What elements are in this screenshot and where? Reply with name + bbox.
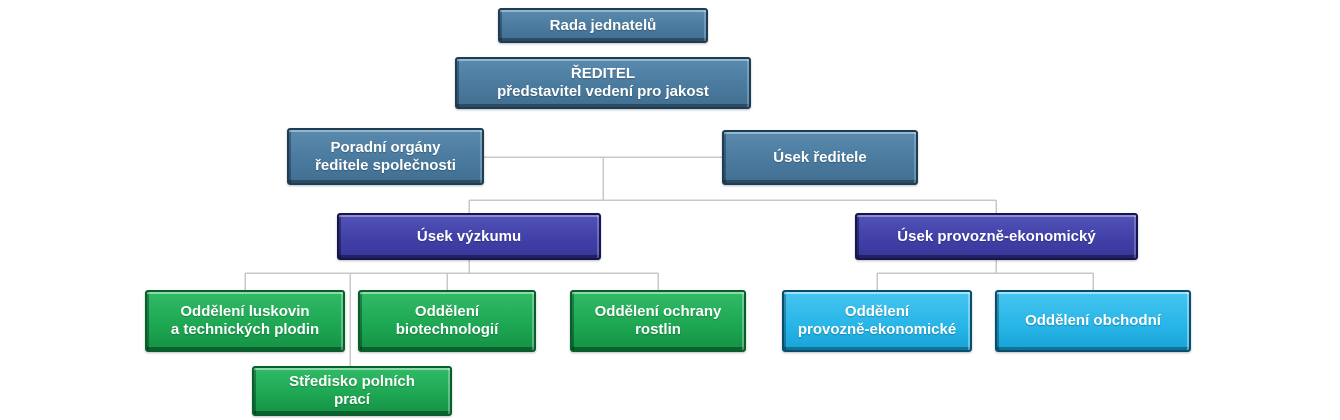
node-label: Oddělení luskovin <box>180 303 310 321</box>
node-label: Oddělení <box>844 303 910 321</box>
org-node-reditel: ŘEDITEL představitel vedení pro jakost <box>455 57 751 109</box>
node-label: a technických plodin <box>170 321 320 338</box>
node-label: představitel vedení pro jakost <box>497 83 709 100</box>
node-label: provozně-ekonomické <box>797 321 957 338</box>
org-node-oddeleni-obchodni: Oddělení obchodní <box>995 290 1191 352</box>
node-label: ŘEDITEL <box>570 65 636 83</box>
node-label: biotechnologií <box>395 321 499 338</box>
node-label: Oddělení ochrany <box>594 303 722 321</box>
org-node-usek-vyzkumu: Úsek výzkumu <box>337 213 601 260</box>
org-node-oddeleni-ochrany-rostlin: Oddělení ochrany rostlin <box>570 290 746 352</box>
node-label: Oddělení <box>414 303 480 321</box>
node-label: Úsek ředitele <box>773 148 867 166</box>
org-node-usek-provozne-ekonomicky: Úsek provozně-ekonomický <box>855 213 1138 260</box>
org-node-stredisko-polnich-praci: Středisko polních prací <box>252 366 452 416</box>
node-label: rostlin <box>635 321 681 338</box>
org-node-oddeleni-provozne-ekonomicke: Oddělení provozně-ekonomické <box>782 290 972 352</box>
node-label: Úsek výzkumu <box>416 227 522 245</box>
org-node-poradni-organy: Poradní orgány ředitele společnosti <box>287 128 484 185</box>
node-label: Úsek provozně-ekonomický <box>897 227 1096 245</box>
org-node-usek-reditele: Úsek ředitele <box>722 130 918 185</box>
node-label: Oddělení obchodní <box>1025 312 1161 330</box>
org-node-oddeleni-biotechnologii: Oddělení biotechnologií <box>358 290 536 352</box>
node-label: ředitele společnosti <box>315 156 456 174</box>
node-label: Středisko polních <box>289 373 415 391</box>
node-label: Poradní orgány <box>330 138 441 156</box>
org-node-rada-jednatelu: Rada jednatelů <box>498 8 708 43</box>
node-label: prací <box>334 391 370 408</box>
node-label: Rada jednatelů <box>549 16 657 34</box>
org-node-oddeleni-luskovin: Oddělení luskovin a technických plodin <box>145 290 345 352</box>
